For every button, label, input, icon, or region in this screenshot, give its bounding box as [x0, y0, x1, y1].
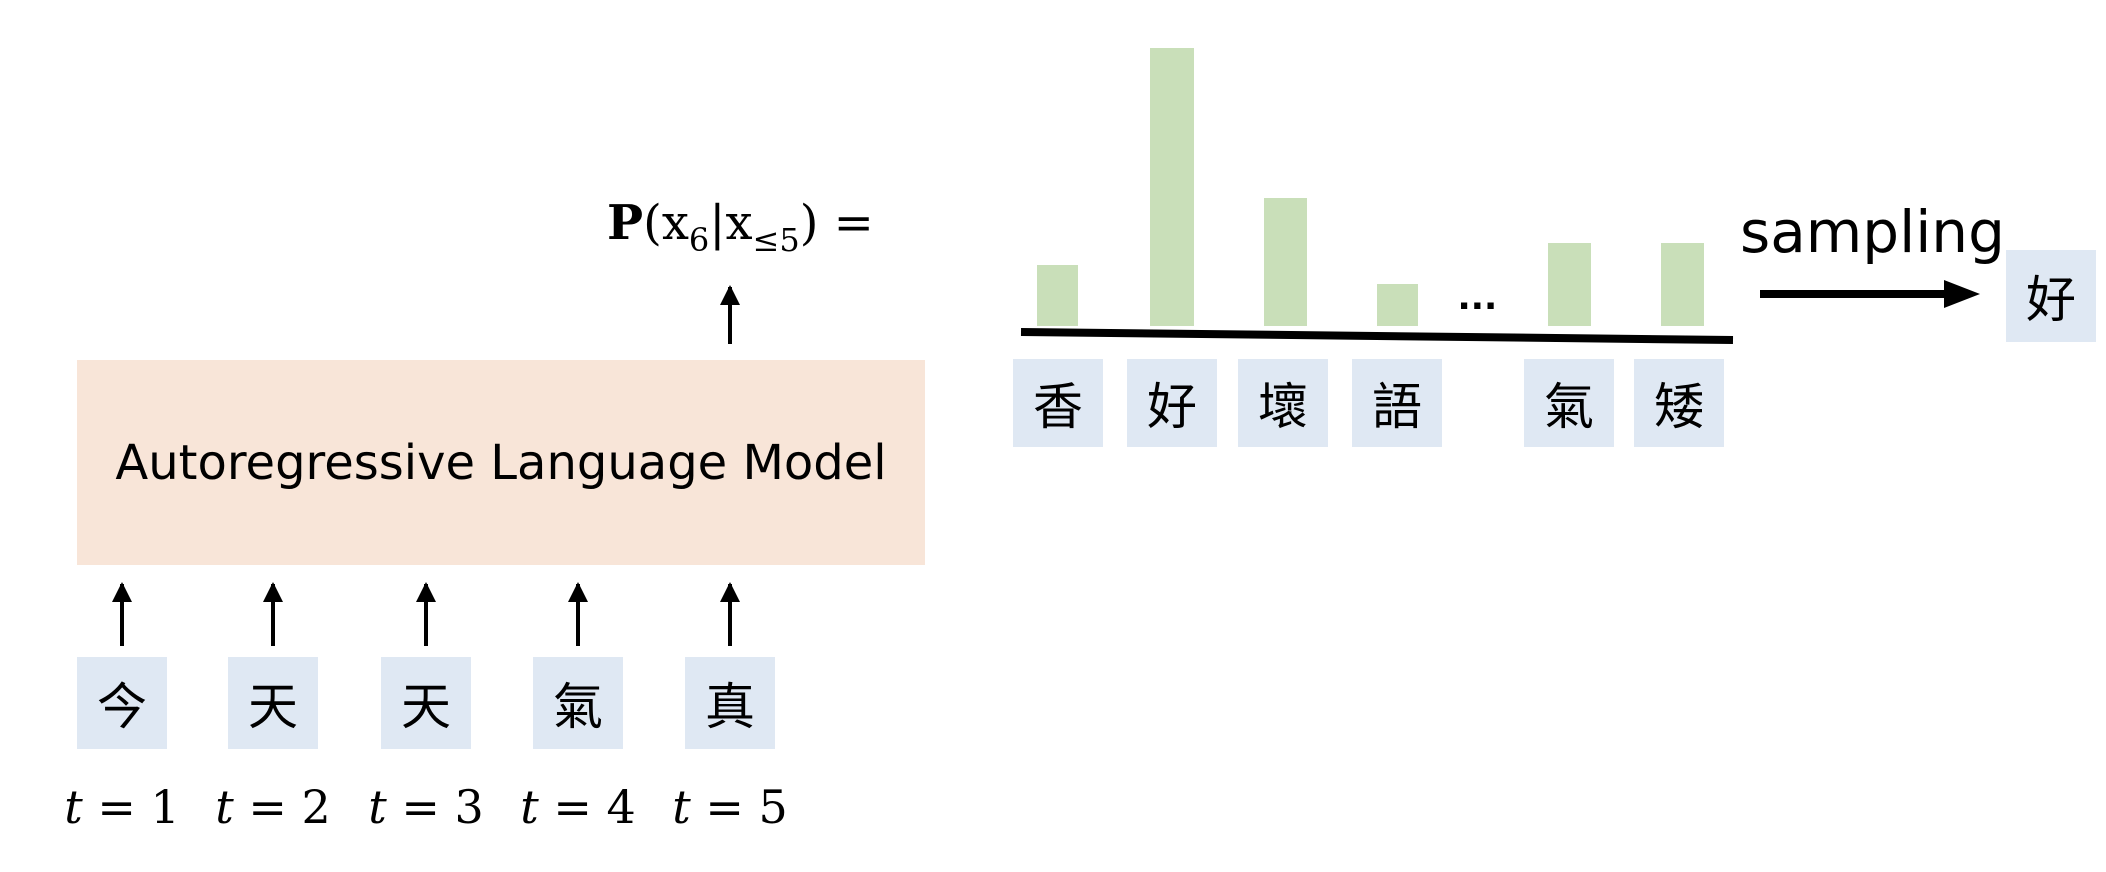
probability-formula: P(x6|x≤5) =	[607, 195, 874, 259]
formula-paren: (	[643, 195, 662, 251]
input-token: 天	[381, 657, 471, 749]
model-label: Autoregressive Language Model	[115, 434, 887, 491]
time-step-label: t = 1	[64, 780, 180, 834]
formula-target: x	[661, 195, 689, 251]
formula-cond-sub: ≤5	[752, 221, 800, 259]
input-arrow-icon	[568, 582, 588, 646]
formula-cond: x	[725, 195, 753, 251]
formula-bar: |	[709, 195, 726, 251]
input-arrow-icon	[416, 582, 436, 646]
probability-bar	[1150, 48, 1194, 326]
input-arrow-icon	[112, 582, 132, 646]
formula-func: P	[607, 195, 644, 251]
formula-equals: =	[818, 195, 874, 251]
formula-paren-close: )	[799, 195, 819, 251]
input-token: 真	[685, 657, 775, 749]
vocab-token: 語	[1352, 359, 1442, 447]
vocab-token: 矮	[1634, 359, 1724, 447]
ellipsis: ...	[1458, 270, 1498, 319]
output-arrow-icon	[720, 285, 740, 344]
input-arrow-icon	[720, 582, 740, 646]
sampling-label: sampling	[1740, 198, 2005, 266]
time-step-label: t = 2	[215, 780, 331, 834]
vocab-token: 香	[1013, 359, 1103, 447]
language-model-box: Autoregressive Language Model	[77, 360, 925, 565]
probability-bar	[1264, 198, 1307, 326]
time-step-label: t = 4	[520, 780, 636, 834]
input-token: 今	[77, 657, 167, 749]
sampling-arrow-icon	[1760, 280, 1980, 308]
probability-bar	[1037, 265, 1078, 326]
axis-line	[1020, 328, 1734, 344]
probability-bar	[1661, 243, 1704, 326]
input-token: 天	[228, 657, 318, 749]
vocab-token: 好	[1127, 359, 1217, 447]
sampled-token: 好	[2006, 250, 2096, 342]
input-arrow-icon	[263, 582, 283, 646]
vocab-token: 壞	[1238, 359, 1328, 447]
time-step-label: t = 3	[368, 780, 484, 834]
time-step-label: t = 5	[672, 780, 788, 834]
input-token: 氣	[533, 657, 623, 749]
vocab-token: 氣	[1524, 359, 1614, 447]
formula-target-sub: 6	[688, 221, 710, 259]
probability-bar	[1377, 284, 1418, 326]
probability-bar	[1548, 243, 1591, 326]
